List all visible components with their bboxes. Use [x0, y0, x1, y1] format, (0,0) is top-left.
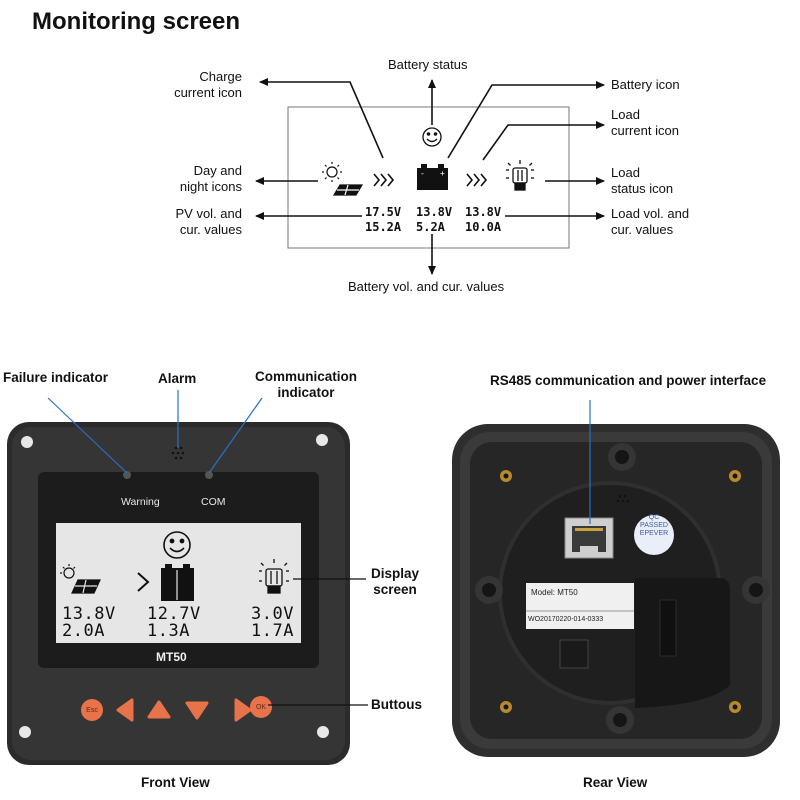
com-led-label: COM — [201, 496, 226, 508]
model-plate-text: Model: MT50 — [531, 588, 578, 597]
svg-text:+: + — [440, 169, 445, 178]
chevrons-pv-icon — [373, 173, 395, 187]
left-button[interactable] — [114, 698, 136, 722]
label-battery-status: Battery status — [388, 57, 468, 72]
front-buttons-art — [81, 696, 272, 722]
qc-sticker — [634, 515, 674, 555]
monitoring-diagram: - + — [255, 78, 605, 275]
warning-led — [123, 471, 131, 479]
front-view-device — [7, 390, 368, 765]
down-button[interactable] — [184, 700, 210, 722]
arrow-charge-current — [259, 78, 384, 159]
rear-view-device — [452, 400, 780, 757]
lcd-bulb-icon — [259, 559, 289, 594]
line-communication — [208, 397, 263, 474]
lcd-sun-panel-icon — [60, 564, 101, 594]
rear-block — [635, 578, 730, 708]
alarm-buzzer — [171, 446, 185, 460]
model-plate — [526, 583, 634, 629]
ok-button[interactable]: OK — [255, 703, 267, 711]
label-alarm: Alarm — [158, 371, 197, 386]
label-failure-indicator: Failure indicator — [3, 370, 109, 385]
mounting-holes — [19, 434, 329, 738]
com-led — [205, 471, 213, 479]
rear-bosses — [475, 443, 770, 734]
lcd-chevron-icon — [137, 572, 150, 592]
arrow-battery-icon — [447, 81, 605, 159]
arrow-load-current — [482, 121, 605, 161]
sun-panel-icon — [322, 162, 364, 196]
svg-text:-: - — [420, 169, 425, 178]
warning-led-label: Warning — [121, 496, 160, 508]
up-button[interactable] — [146, 698, 172, 720]
esc-button[interactable]: Esc — [86, 706, 98, 714]
caption-front-view: Front View — [141, 775, 210, 790]
label-buttons: Buttous — [371, 697, 422, 712]
battery-icon: - + — [417, 164, 448, 190]
page-title: Monitoring screen — [32, 8, 241, 35]
diagram-screen-frame — [287, 106, 570, 249]
model-label: MT50 — [156, 650, 187, 664]
line-failure-indicator — [47, 397, 128, 474]
label-battery-icon: Battery icon — [611, 77, 680, 92]
smiley-icon — [422, 127, 442, 147]
caption-rear-view: Rear View — [583, 775, 648, 790]
label-rs485-interface: RS485 communication and power interface — [490, 373, 767, 388]
lcd-smiley-icon — [163, 531, 191, 559]
bulb-icon — [506, 160, 534, 191]
serial-number: WO20170220-014-0333 — [528, 616, 604, 623]
lcd-battery-icon — [161, 564, 194, 601]
chevrons-load-icon — [466, 173, 488, 187]
label-battery-values: Battery vol. and cur. values — [348, 279, 505, 294]
